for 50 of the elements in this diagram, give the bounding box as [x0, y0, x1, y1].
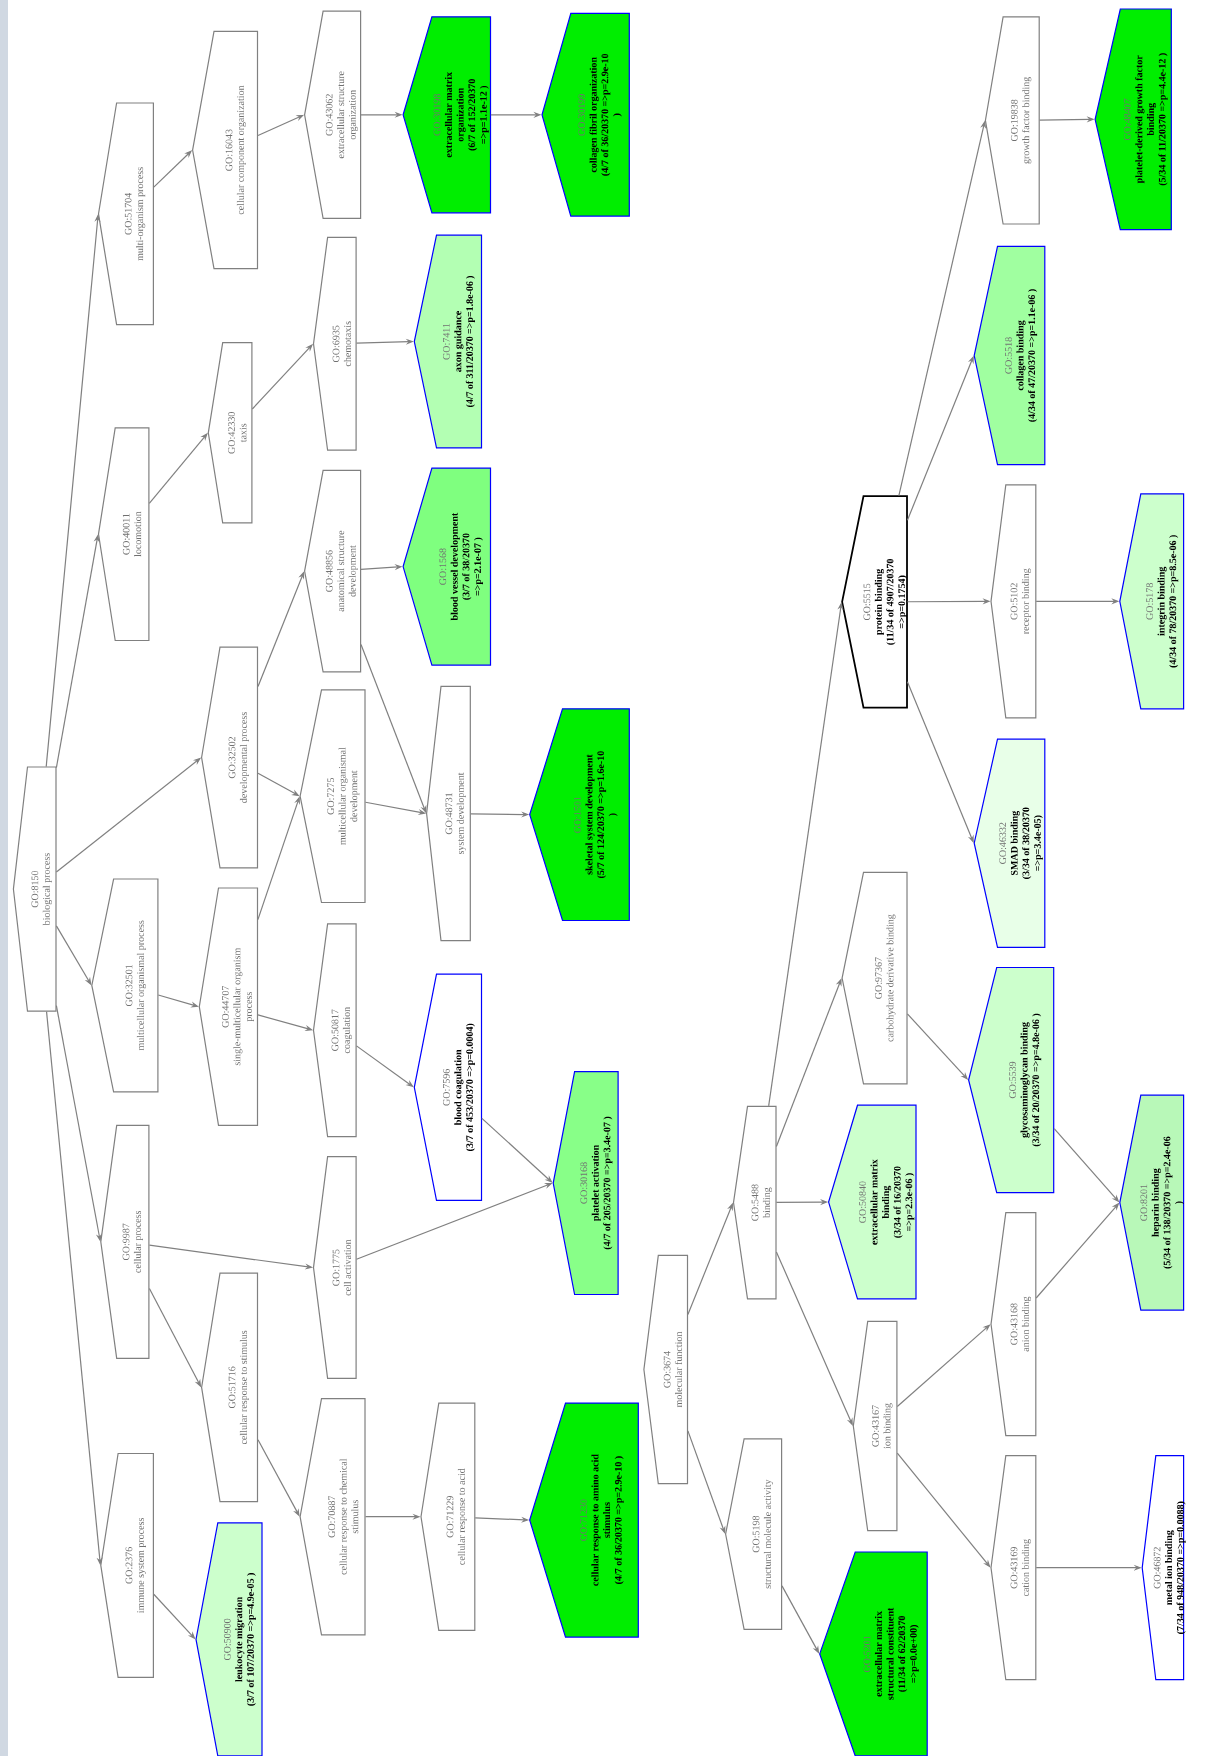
- term-box: GO:7411 axon guidance (4/7 of 311/20370 =>p=1.8e-06 ): [413, 234, 483, 449]
- term-box: GO:3674 molecular function: [643, 1254, 689, 1485]
- term-box: GO:30199 collagen fibril organization (4/7 of 36/20370 =>p=2.9e-10 ): [541, 12, 630, 217]
- term-box: GO:97367 carbohydrate derivative binding: [841, 871, 908, 1085]
- term-box: GO:5515 protein binding (11/34 of 4907/20370 =>p=0.1754): [841, 495, 908, 709]
- term-box: GO:5102 receptor binding: [990, 484, 1037, 719]
- term-box: GO:5539 glycosaminoglycan binding (3/34 of 20/20370 =>p=4.8e-06 ): [968, 966, 1055, 1194]
- term-box: GO:48856 anatomical structure development: [304, 469, 362, 673]
- term-box: GO:71229 cellular response to acid: [420, 1402, 476, 1631]
- term-box: GO:46872 metal ion binding (7/34 of 948/20370 =>p=0.0088): [1141, 1455, 1186, 1681]
- term-box: GO:6935 chemotaxis: [312, 236, 357, 451]
- term-box: GO:5488 binding: [732, 1105, 777, 1300]
- term-box: GO:1775 cell activation: [312, 1156, 357, 1379]
- term-box: GO:50840 extracellular matrix binding (3/34 of 16/20370 =>p=2.3e-06 ): [828, 1104, 917, 1300]
- term-box: GO:5201 extracellular matrix structural constituent (11/34 of 62/20370 =>p=0.0e+00): [819, 1551, 928, 1756]
- term-box: GO:7596 blood coagulation (3/7 of 453/20370 =>p=0.0004): [413, 973, 483, 1201]
- term-box: GO:40011 locomotion: [97, 427, 150, 642]
- term-box: GO:43062 extracellular structure organization: [304, 10, 362, 219]
- term-box: GO:5198 structural molecule activity: [725, 1438, 783, 1630]
- term-box: GO:48407 platelet-derived growth factor binding (5/34 of 11/20370 =>p=4.4e-12 ): [1094, 8, 1172, 231]
- term-box: GO:1568 blood vessel development (3/7 of 38/20370 =>p=2.1e-07 ): [402, 467, 492, 666]
- term-box: GO:16043 cellular component organization: [192, 30, 259, 270]
- term-box: GO:9987 cellular process: [100, 1124, 150, 1359]
- term-box: GO:48731 system development: [426, 685, 471, 942]
- term-box: GO:5178 integrin binding (4/34 of 78/20370 =>p=8.5e-06 ): [1119, 493, 1185, 710]
- term-box: GO:5518 collagen binding (4/34 of 47/20370 =>p=1.1e-06 ): [973, 245, 1046, 466]
- term-box: GO:32501 multicellular organismal process: [91, 878, 159, 1093]
- term-box: GO:43169 cation binding: [990, 1455, 1037, 1681]
- term-box: GO:7275 multicellular organismal development: [299, 689, 366, 904]
- arrow: [775, 1251, 853, 1426]
- term-box: GO:1501 skeletal system development (5/7 of 124/20370 =>p=1.6e-10 ): [529, 708, 630, 922]
- arrow: [481, 1117, 553, 1183]
- term-box: GO:71230 cellular response to amino acid stimulus (4/7 of 36/20370 =>p=2.9e-10 ): [529, 1402, 639, 1638]
- term-box: GO:50817 coagulation: [312, 923, 357, 1138]
- term-box: GO:51704 multi-organism process: [97, 102, 154, 326]
- term-box: GO:2376 immune system process: [100, 1452, 154, 1678]
- term-box: GO:43167 ion binding: [852, 1320, 898, 1532]
- term-box: GO:8201 heparin binding (5/34 of 138/20370 =>p=2.4e-06 ): [1119, 1094, 1185, 1311]
- term-box: GO:42330 taxis: [207, 342, 253, 524]
- term-box: GO:19838 growth factor binding: [984, 16, 1040, 225]
- term-box: GO:30168 platelet activation (4/7 of 205/20370 =>p=3.4e-07 ): [552, 1071, 619, 1296]
- term-box: GO:46332 SMAD binding (3/34 of 38/20370 =>p=3.4e-05): [973, 738, 1046, 948]
- term-box: GO:30198 extracellular matrix organization (6/7 of 152/20370 =>p=1.1e-12 ): [402, 16, 492, 214]
- term-box: GO:70887 cellular response to chemical stimulus: [299, 1398, 366, 1636]
- term-box: GO:51716 cellular response to stimulus: [201, 1272, 259, 1503]
- term-box: GO:8150 biological process: [12, 766, 57, 1012]
- term-box: GO:44707 single-multicellular organism process: [198, 887, 259, 1126]
- term-box: GO:43168 anion binding: [990, 1212, 1037, 1437]
- term-box: GO:50900 leukocyte migration (3/7 of 107/20370 =>p=4.9e-05 ): [195, 1522, 263, 1756]
- term-box: GO:32502 developmental process: [201, 646, 259, 869]
